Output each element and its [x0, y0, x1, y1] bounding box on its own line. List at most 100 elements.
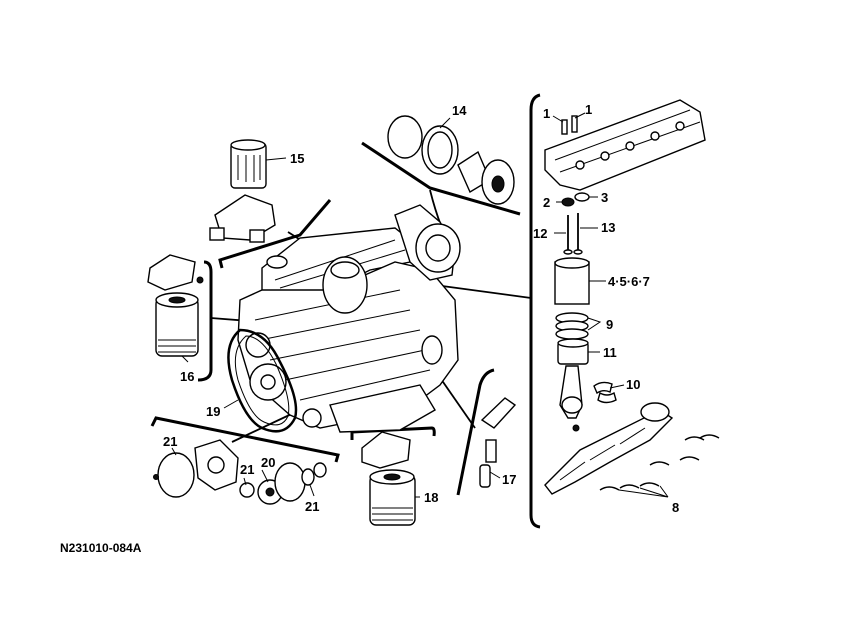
- leader-8: [618, 485, 669, 498]
- head-port-2: [600, 151, 610, 161]
- lower-filter-bands: [372, 507, 413, 521]
- valve-head-12: [563, 249, 573, 255]
- callout-15: 15: [290, 151, 304, 166]
- lower-filter-head: [361, 431, 411, 469]
- leader-14: [439, 117, 451, 129]
- bracket-right-parts: [529, 93, 541, 529]
- callout-20: 20: [261, 455, 275, 470]
- fuel-filter-15: [209, 139, 276, 243]
- callout-3: 3: [601, 190, 608, 205]
- leader-10: [609, 384, 625, 389]
- turbo-inlet: [330, 261, 360, 279]
- leader-9: [587, 317, 602, 331]
- rod-bolt: [572, 424, 580, 432]
- fuel-filter-18: [361, 431, 416, 526]
- crankshaft-flange: [640, 402, 670, 422]
- water-pump-group: [153, 439, 327, 505]
- callout-19: 19: [206, 404, 220, 419]
- injector-sleeve: [479, 464, 491, 488]
- cylinder-liner: [554, 261, 590, 305]
- crank-pulley-hub: [260, 374, 276, 390]
- valve-seal-3: [574, 192, 590, 202]
- figure-reference-code: N231010-084A: [60, 541, 142, 555]
- oil-filter-16: [147, 254, 204, 357]
- callout-1b: 1: [585, 102, 592, 117]
- oil-pan: [329, 384, 436, 433]
- callout-1a: 1: [543, 106, 550, 121]
- gear-hub-center: [491, 175, 505, 193]
- callout-9: 9: [606, 317, 613, 332]
- callout-labels: 1 1 2 3 12 13 4·5·6·7 9 11 10 8 14 15 16…: [163, 102, 679, 515]
- callout-10: 10: [626, 377, 640, 392]
- leader-1b: [574, 112, 586, 119]
- seal-21-right: [301, 468, 315, 486]
- o-ring-21: [239, 482, 255, 498]
- fan-belt-inner: [234, 335, 290, 426]
- leader-21b: [243, 477, 247, 486]
- bracket-fuel-filter: [218, 199, 332, 269]
- starter-motor: [421, 335, 443, 365]
- fuel-filter-port-left: [209, 227, 225, 241]
- leader-17: [489, 471, 501, 479]
- injector-body: [480, 397, 517, 429]
- pump-plug: [313, 462, 327, 478]
- rod-bearing-lower: [597, 391, 617, 404]
- oil-filter-bands: [158, 339, 196, 353]
- oil-filter-head: [147, 254, 196, 291]
- fan-belt: [227, 328, 298, 433]
- valve-item-1a: [561, 119, 568, 135]
- callout-leaders: [171, 112, 669, 498]
- callout-21c: 21: [305, 499, 319, 514]
- main-bearing-4: [649, 461, 670, 466]
- main-bearing-6: [619, 484, 640, 489]
- main-bearing-1: [684, 436, 705, 441]
- callout-13: 13: [601, 220, 615, 235]
- pump-bolt: [153, 474, 159, 480]
- leader-21a: [171, 447, 177, 456]
- gear-housing-parts: [387, 115, 515, 205]
- leader-20: [261, 469, 269, 483]
- valve-seat-2: [561, 197, 575, 207]
- block-detail-lines: [254, 289, 431, 401]
- engine-assembly: [237, 204, 461, 433]
- valve-head-13: [573, 249, 583, 255]
- leader-16: [181, 355, 189, 363]
- exhaust-elbow-inner: [425, 234, 451, 262]
- oil-filter-thread: [168, 296, 186, 304]
- crankshaft: [544, 409, 674, 495]
- bracket-injector: [456, 368, 495, 496]
- leader-15: [265, 157, 287, 161]
- gasket-21-left: [157, 452, 195, 498]
- callout-11: 11: [603, 345, 617, 360]
- oil-filter-bolt: [196, 276, 204, 284]
- rod-bearing-upper: [593, 381, 613, 395]
- callout-21b: 21: [240, 462, 254, 477]
- head-port-5: [675, 121, 685, 131]
- crankshaft-webs: [559, 427, 646, 481]
- leader-19: [223, 399, 239, 409]
- pump-cover-gasket: [274, 462, 306, 502]
- cylinder-head: [544, 99, 706, 191]
- bracket-oil-filter: [197, 260, 213, 382]
- lower-filter-thread: [383, 473, 401, 481]
- cylinder-liner-top: [554, 257, 590, 269]
- head-port-3: [625, 141, 635, 151]
- cylinder-head-parts: [544, 99, 720, 495]
- callout-14: 14: [452, 103, 467, 118]
- callout-4567: 4·5·6·7: [608, 274, 650, 289]
- main-bearing-2: [699, 434, 720, 439]
- main-bearing-3: [679, 456, 700, 461]
- seal-ring: [387, 115, 423, 159]
- oil-filler-cap: [266, 255, 288, 269]
- head-port-4: [650, 131, 660, 141]
- main-bearing-7: [639, 482, 660, 487]
- bracket-fuel-filter-lower: [350, 426, 436, 440]
- fuel-filter-top: [230, 139, 266, 151]
- injector-17: [479, 397, 517, 488]
- piston-ring-3: [555, 328, 589, 340]
- callout-18: 18: [424, 490, 438, 505]
- callout-21a: 21: [163, 434, 177, 449]
- piston-crown: [557, 338, 589, 348]
- water-pump-pulley: [302, 408, 322, 428]
